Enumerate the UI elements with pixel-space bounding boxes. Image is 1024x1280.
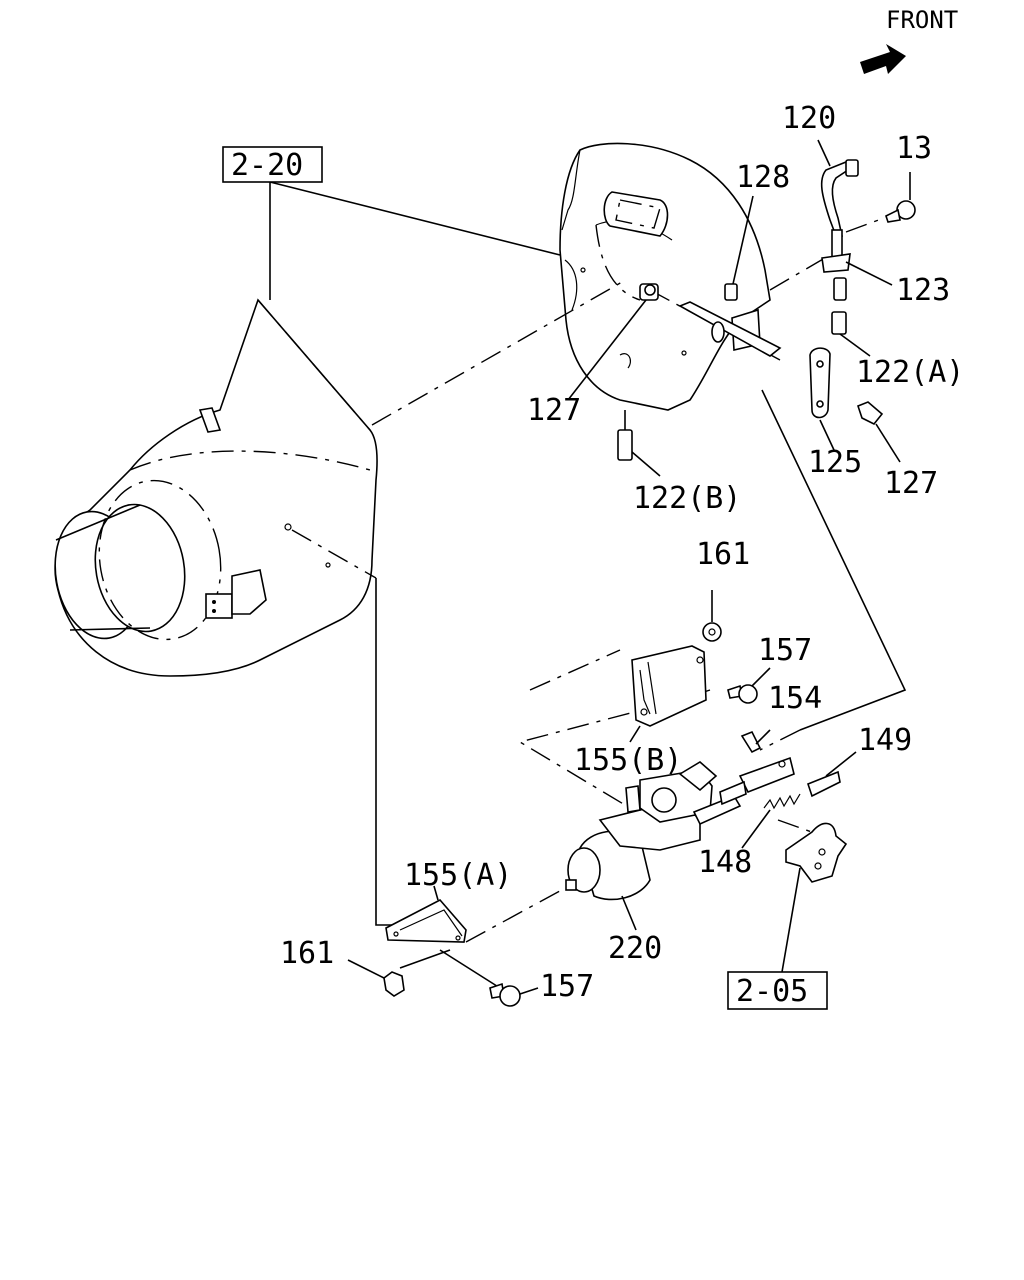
- callout-161-lower: 161: [280, 936, 334, 971]
- reference-box-2-05[interactable]: 2-05: [727, 971, 828, 1010]
- reference-label-2-20: 2-20: [231, 148, 303, 183]
- callout-127-left: 127: [527, 393, 581, 428]
- reference-label-2-05: 2-05: [736, 974, 808, 1009]
- part-127-fitting-b: [857, 401, 901, 463]
- callout-220: 220: [608, 931, 662, 966]
- front-label: FRONT: [886, 6, 958, 34]
- callout-149: 149: [858, 723, 912, 758]
- callout-157-lower: 157: [540, 969, 594, 1004]
- part-125-lever: [809, 347, 835, 451]
- shaft-drawing: [678, 301, 782, 357]
- callout-148: 148: [698, 845, 752, 880]
- plate-2-05: [781, 822, 848, 973]
- callout-123: 123: [896, 273, 950, 308]
- transmission-housing-drawing: [54, 298, 378, 677]
- callout-128: 128: [736, 160, 790, 195]
- part-155a-bracket: [385, 885, 467, 943]
- callout-161-upper: 161: [696, 537, 750, 572]
- part-157-bolt-lower: [489, 982, 539, 1007]
- part-161-nut-lower: [347, 959, 405, 997]
- reference-box-2-20[interactable]: 2-20: [222, 146, 323, 183]
- part-157-bolt-upper: [727, 667, 771, 704]
- part-220-actuator: [565, 756, 795, 931]
- callout-122b: 122(B): [633, 481, 741, 516]
- part-148-spring: [741, 793, 801, 849]
- part-149-clip: [807, 751, 857, 798]
- callout-labels: 120 13 128 123 122(A) 127 125 127 122(B)…: [280, 101, 964, 1004]
- callout-155b: 155(B): [574, 743, 682, 778]
- front-indicator: FRONT: [860, 6, 958, 74]
- part-161-nut-upper: [702, 590, 722, 642]
- callout-127-right: 127: [884, 466, 938, 501]
- front-arrow-icon: [860, 44, 906, 74]
- callout-120: 120: [782, 101, 836, 136]
- callout-154: 154: [768, 681, 822, 716]
- part-123-connector: [821, 229, 893, 301]
- callout-155a: 155(A): [404, 858, 512, 893]
- callout-13: 13: [896, 131, 932, 166]
- part-127-fitting-a: [567, 283, 659, 401]
- part-155b-bracket: [629, 645, 707, 743]
- part-120-pipe: [817, 139, 859, 237]
- part-13-bolt: [845, 172, 916, 233]
- callout-122a: 122(A): [856, 355, 964, 390]
- part-122b-nipple: [617, 429, 661, 477]
- part-154-pin: [740, 729, 771, 754]
- callout-157-upper: 157: [758, 633, 812, 668]
- callout-125: 125: [808, 445, 862, 480]
- part-122a-nipple: [831, 311, 871, 357]
